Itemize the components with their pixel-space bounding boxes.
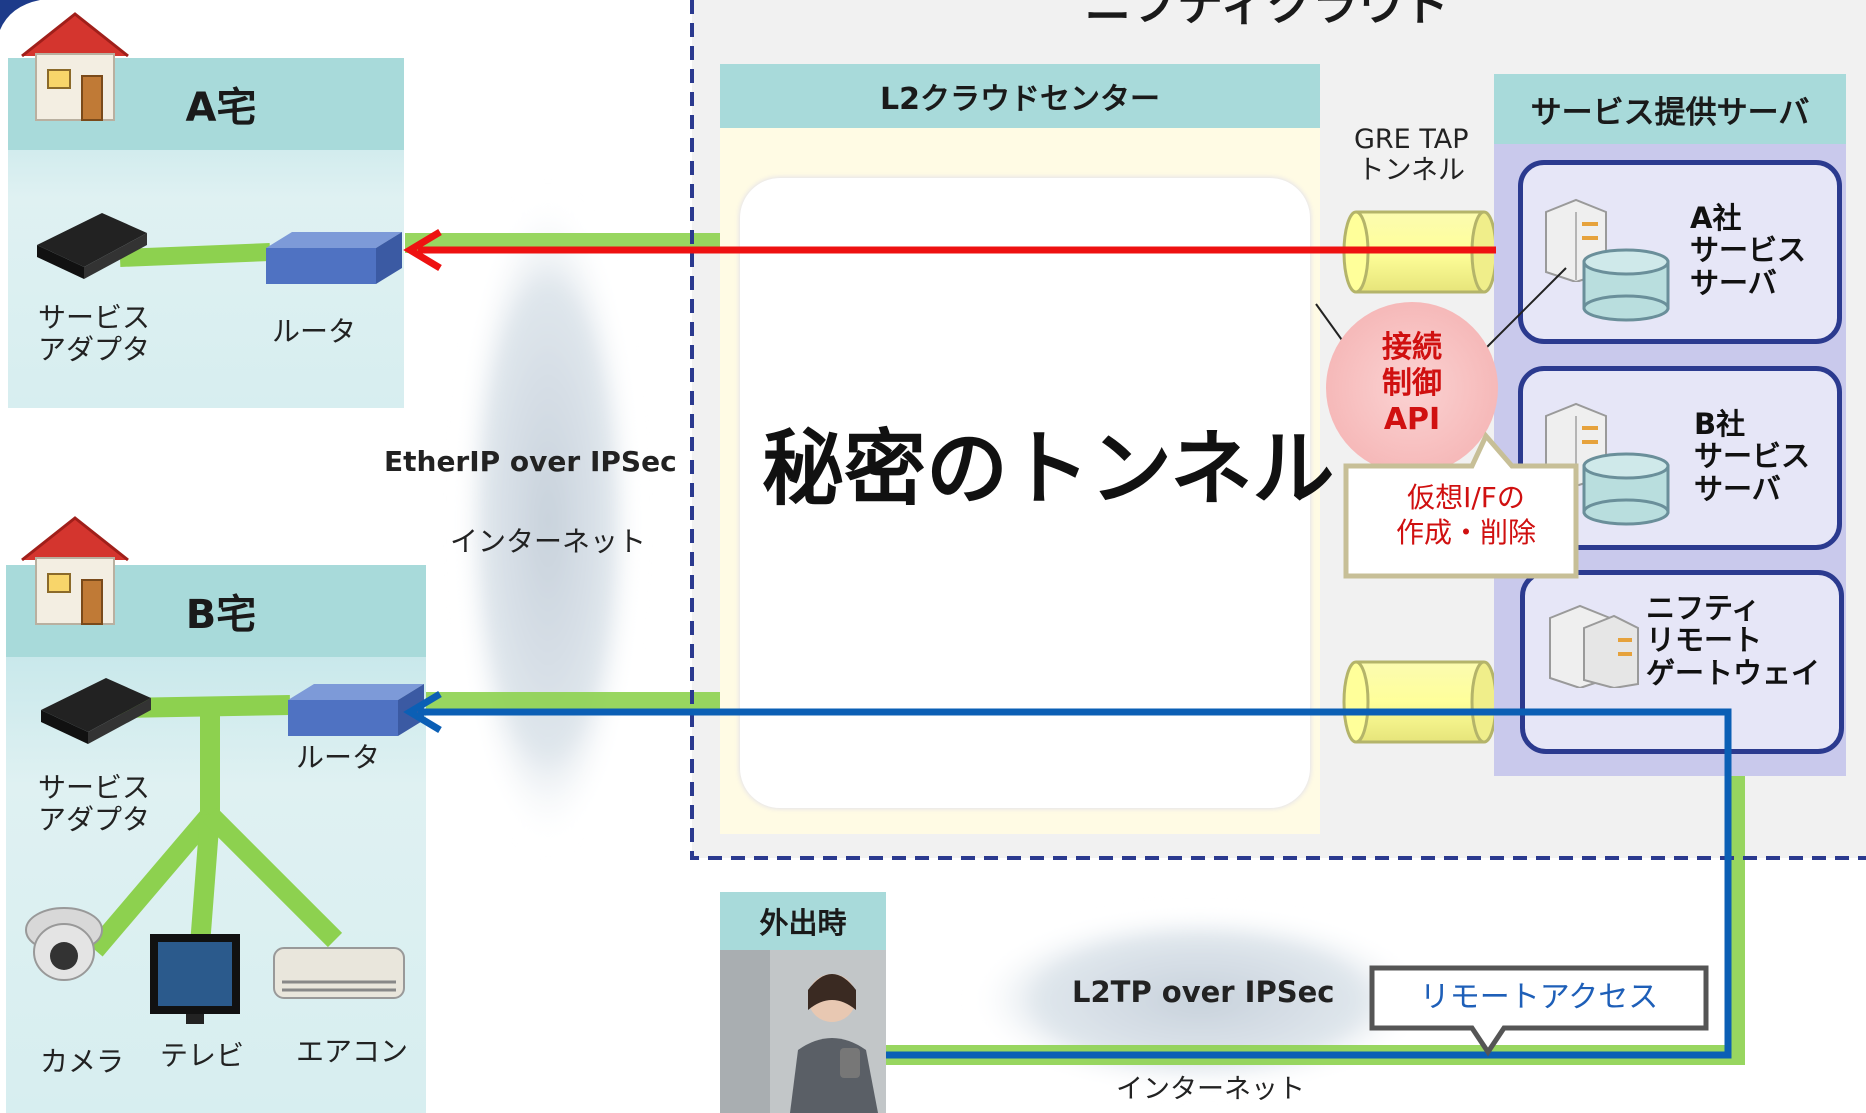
router-b-icon — [288, 684, 424, 736]
api-circle — [1326, 302, 1498, 474]
server-a-label: A社 サービス サーバ — [1690, 201, 1807, 300]
etherip-label: EtherIP over IPSec — [384, 445, 677, 478]
home-b-adapter-label: サービス アダプタ — [38, 771, 151, 837]
service-header: サービス提供サーバ — [1494, 74, 1846, 144]
corner-logo — [0, 0, 40, 30]
tv-label: テレビ — [160, 1039, 245, 1072]
person-photo — [720, 950, 886, 1113]
gateway-label: ニフティ リモート ゲートウェイ — [1646, 591, 1821, 690]
home-a-router-label: ルータ — [272, 315, 357, 348]
camera-label: カメラ — [40, 1045, 125, 1078]
outside-header: 外出時 — [720, 892, 886, 950]
l2center-title: L2クラウドセンター — [880, 82, 1160, 117]
server-rack-icon — [1549, 604, 1639, 688]
gre-tunnel-cylinder-a — [1342, 210, 1498, 294]
router-a-icon — [266, 232, 402, 284]
callout-bubble — [1343, 431, 1579, 579]
house-icon — [21, 516, 129, 625]
camera-icon — [25, 907, 103, 981]
home-a-title: A宅 — [185, 85, 257, 131]
remote-access-bubble — [1369, 965, 1709, 1057]
remote-access-label: リモートアクセス — [1419, 980, 1659, 1015]
gre-tap-label: GRE TAP トンネル — [1354, 124, 1469, 187]
home-b-title: B宅 — [185, 592, 257, 638]
outside-title: 外出時 — [759, 906, 847, 940]
api-label: 接続 制御 API — [1382, 330, 1442, 437]
service-adapter-a-icon — [37, 213, 147, 279]
aircon-label: エアコン — [296, 1035, 409, 1068]
database-icon — [1582, 248, 1670, 322]
cloud-title: ニフティクラウド — [1085, 0, 1451, 31]
house-icon — [21, 12, 129, 121]
server-b-label: B社 サービス サーバ — [1694, 407, 1811, 506]
callout-text: 仮想I/Fの 作成・削除 — [1395, 481, 1536, 549]
internet-cloud-mid — [458, 190, 638, 850]
internet-bottom-label: インターネット — [1116, 1074, 1305, 1105]
home-b-router-label: ルータ — [296, 741, 381, 774]
l2center-header: L2クラウドセンター — [720, 64, 1320, 128]
aircon-icon — [273, 947, 405, 999]
tunnel-box — [740, 178, 1310, 808]
tv-icon — [150, 934, 240, 1024]
l2tp-label: L2TP over IPSec — [1072, 975, 1335, 1009]
secret-tunnel-text: 秘密のトンネル — [762, 422, 1335, 517]
gre-tunnel-cylinder-b — [1342, 660, 1498, 744]
internet-mid-label: インターネット — [450, 525, 647, 558]
database-icon — [1582, 452, 1670, 526]
service-adapter-b-icon — [41, 678, 151, 744]
service-title: サービス提供サーバ — [1530, 94, 1810, 131]
home-a-adapter-label: サービス アダプタ — [38, 301, 151, 367]
